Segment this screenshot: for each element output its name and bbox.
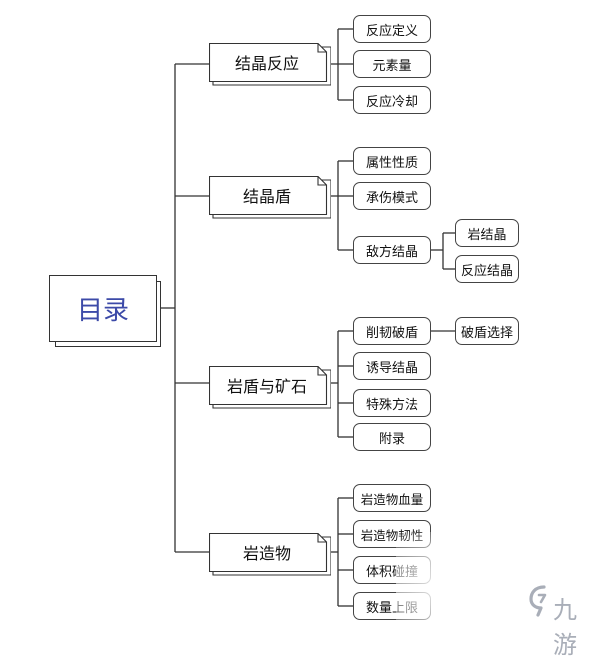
jiuyou-logo-icon xyxy=(529,585,547,617)
note-shape xyxy=(209,533,331,576)
branch-node-2: 结晶盾 xyxy=(209,176,331,219)
note-shape xyxy=(209,366,331,409)
leaf-node: 敌方结晶 xyxy=(353,236,431,264)
sub-leaf-node: 破盾选择 xyxy=(455,317,519,345)
branch-label-4: 岩造物 xyxy=(242,544,291,563)
branch-label-1: 结晶反应 xyxy=(234,54,299,73)
branch-label-2: 结晶盾 xyxy=(242,187,291,206)
leaf-node: 承伤模式 xyxy=(353,182,431,210)
leaf-node: 反应定义 xyxy=(353,15,431,43)
leaf-node: 削韧破盾 xyxy=(353,317,431,345)
leaf-node: 特殊方法 xyxy=(353,389,431,417)
branch-node-1: 结晶反应 xyxy=(209,43,331,86)
branch-node-3: 岩盾与矿石 xyxy=(209,366,331,409)
branch-node-4: 岩造物 xyxy=(209,533,331,576)
leaf-node: 岩造物血量 xyxy=(353,484,431,512)
leaf-node: 反应冷却 xyxy=(353,86,431,114)
leaf-node: 诱导结晶 xyxy=(353,352,431,380)
leaf-node: 元素量 xyxy=(353,50,431,78)
sub-leaf-node: 反应结晶 xyxy=(455,255,519,283)
root-node: 目录 xyxy=(49,275,157,342)
branch-label-3: 岩盾与矿石 xyxy=(226,377,307,396)
leaf-node: 属性性质 xyxy=(353,147,431,175)
watermark-text: 九游 xyxy=(553,596,577,659)
note-shape xyxy=(209,43,331,86)
sub-leaf-node: 岩结晶 xyxy=(455,219,519,247)
note-shape xyxy=(209,176,331,219)
leaf-node: 附录 xyxy=(353,423,431,451)
watermark-fade xyxy=(396,532,596,630)
mind-map: 目录 结晶反应 结晶盾 岩盾与矿石 岩造物 反 xyxy=(49,15,596,659)
